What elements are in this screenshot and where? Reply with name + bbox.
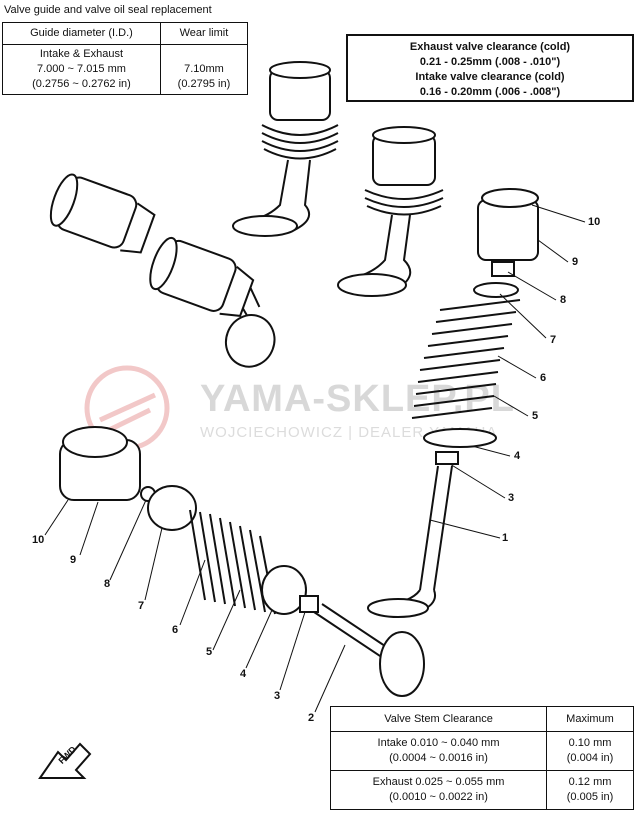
valve-assembly-left-upper xyxy=(49,173,156,254)
exhaust-max-line1: 0.12 mm xyxy=(568,776,612,788)
watermark-subtext: WOJCIECHOWICZ | DEALER YAMAHA xyxy=(200,424,498,441)
valve-clearance-box: Exhaust valve clearance (cold) 0.21 - 0.… xyxy=(346,34,634,102)
callout-right-3: 3 xyxy=(508,492,515,504)
callout-right-7: 7 xyxy=(550,334,557,346)
callout-left-6: 6 xyxy=(172,624,179,636)
table-header-guide-diameter: Guide diameter (I.D.) xyxy=(2,22,161,45)
callout-right-5: 5 xyxy=(532,410,539,422)
callout-right-4: 4 xyxy=(514,450,521,462)
table-row: Exhaust 0.025 ~ 0.055 mm (0.0010 ~ 0.002… xyxy=(329,770,634,810)
limit-in: (0.2795 in) xyxy=(177,78,231,90)
exhaust-stem-line2: (0.0010 ~ 0.0022 in) xyxy=(389,791,488,803)
section-title: Valve guide and valve oil seal replaceme… xyxy=(4,4,212,16)
table-header-row: Guide diameter (I.D.) Wear limit xyxy=(2,22,249,45)
callout-right-1: 1 xyxy=(502,532,509,544)
table-header-row: Valve Stem Clearance Maximum xyxy=(329,706,634,732)
callout-right-9: 9 xyxy=(572,256,579,268)
intake-clearance-label: Intake valve clearance (cold) xyxy=(415,71,565,83)
valve-assembly-top-right xyxy=(337,126,444,297)
callout-right-8: 8 xyxy=(560,294,567,306)
callout-left-5: 5 xyxy=(206,646,213,658)
table-header-maximum: Maximum xyxy=(546,706,634,732)
exhaust-stem-cell: Exhaust 0.025 ~ 0.055 mm (0.0010 ~ 0.002… xyxy=(329,770,548,810)
intake-stem-line2: (0.0004 ~ 0.0016 in) xyxy=(389,752,488,764)
callout-left-8: 8 xyxy=(104,578,111,590)
intake-max-line1: 0.10 mm xyxy=(568,737,612,749)
callout-left-9: 9 xyxy=(70,554,77,566)
exploded-valve-left xyxy=(59,426,425,697)
guide-diameter-cell: Intake & Exhaust 7.000 ~ 7.015 mm (0.275… xyxy=(2,44,161,95)
exhaust-clearance-label: Exhaust valve clearance (cold) xyxy=(409,41,571,53)
intake-stem-cell: Intake 0.010 ~ 0.040 mm (0.0004 ~ 0.0016… xyxy=(329,731,548,771)
callout-leaders xyxy=(44,204,586,713)
table-header-wear-limit: Wear limit xyxy=(159,22,249,45)
valve-stem-clearance-table: Valve Stem Clearance Maximum Intake 0.01… xyxy=(329,706,634,810)
table-header-stem-clearance: Valve Stem Clearance xyxy=(329,706,548,732)
table-row: Intake & Exhaust 7.000 ~ 7.015 mm (0.275… xyxy=(2,44,249,95)
row-label: Intake & Exhaust xyxy=(39,48,124,60)
limit-mm: 7.10mm xyxy=(184,63,224,75)
watermark-text: YAMA-SKLEP.PL xyxy=(200,378,515,420)
valve-assembly-left-lower xyxy=(149,236,276,368)
callout-left-4: 4 xyxy=(240,668,247,680)
exhaust-clearance-value: 0.21 - 0.25mm (.008 - .010") xyxy=(419,56,561,68)
callout-right-10: 10 xyxy=(588,216,601,228)
callout-left-2: 2 xyxy=(308,712,315,724)
table-row: Intake 0.010 ~ 0.040 mm (0.0004 ~ 0.0016… xyxy=(329,731,634,771)
guide-diameter-table: Guide diameter (I.D.) Wear limit Intake … xyxy=(2,22,249,95)
exhaust-max-cell: 0.12 mm (0.005 in) xyxy=(546,770,634,810)
row-value-in: (0.2756 ~ 0.2762 in) xyxy=(32,78,131,90)
fwd-arrow-icon xyxy=(38,742,92,779)
callout-left-7: 7 xyxy=(138,600,145,612)
intake-stem-line1: Intake 0.010 ~ 0.040 mm xyxy=(377,737,500,749)
intake-max-cell: 0.10 mm (0.004 in) xyxy=(546,731,634,771)
exploded-valve-right xyxy=(367,188,539,618)
row-value-mm: 7.000 ~ 7.015 mm xyxy=(36,63,126,75)
callout-left-3: 3 xyxy=(274,690,281,702)
exhaust-max-line2: (0.005 in) xyxy=(566,791,614,803)
callout-left-10: 10 xyxy=(32,534,45,546)
callout-right-6: 6 xyxy=(540,372,547,384)
valve-assembly-top-center xyxy=(232,61,339,237)
intake-clearance-value: 0.16 - 0.20mm (.006 - .008") xyxy=(419,86,561,98)
exhaust-stem-line1: Exhaust 0.025 ~ 0.055 mm xyxy=(372,776,505,788)
intake-max-line2: (0.004 in) xyxy=(566,752,614,764)
wear-limit-cell: 7.10mm (0.2795 in) xyxy=(159,44,249,95)
